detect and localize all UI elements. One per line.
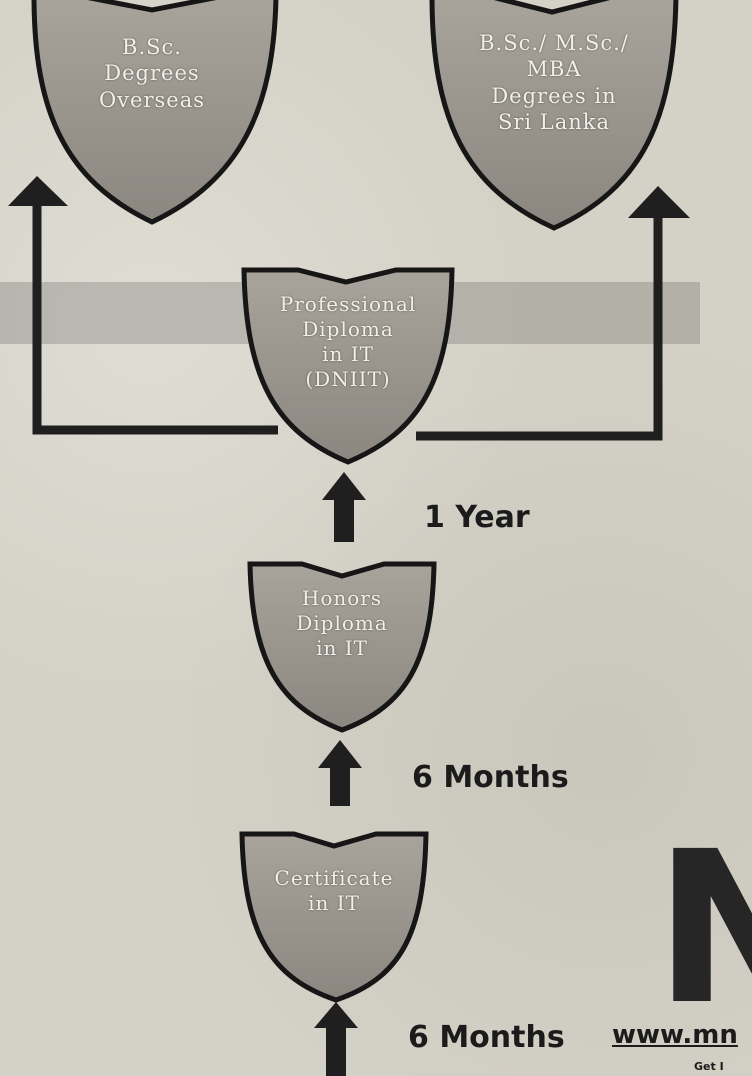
label-line: Professional [279,292,417,316]
duration-1-year: 1 Year [424,500,530,535]
right-up-arrow-head [628,186,690,218]
label-line: Overseas [98,87,206,112]
label-line: Degrees [104,61,200,86]
label-line: (DNIIT) [305,367,391,391]
website-url[interactable]: www.mn [612,1020,738,1050]
label-line: Sri Lanka [497,109,611,134]
label-line: Degrees in [491,83,617,108]
label-line: in IT [322,342,374,366]
label-line: in IT [308,891,360,915]
shield-honors [247,561,437,733]
logo-letter: N [654,846,752,1012]
label-line: Honors [301,586,383,610]
up-arrow-1-year [322,472,366,542]
label-line: MBA [526,57,582,82]
label-line: Diploma [296,611,388,635]
label-line: in IT [316,636,368,660]
shield-bsc-overseas [31,0,279,225]
label-line: Diploma [302,317,394,341]
shield-dniit [241,267,455,465]
label-line: B.Sc. [122,35,182,59]
left-connector [32,200,278,435]
shield-label-dniit: Professional Diploma in IT (DNIIT) [252,292,444,392]
up-arrow-6-months-upper [318,740,362,806]
up-arrow-6-months-lower [314,1002,358,1076]
shield-certificate [239,831,429,1003]
shield-label-certificate: Certificate in IT [248,866,420,916]
shield-local-degrees [429,0,679,231]
label-line: Certificate [274,866,394,890]
right-connector [416,212,663,441]
duration-6-months-upper: 6 Months [412,760,569,795]
shield-label-local-degrees: B.Sc./ M.Sc./ MBA Degrees in Sri Lanka [448,30,660,135]
shield-label-bsc-overseas: B.Sc. Degrees Overseas [60,34,244,113]
tagline-text: Get I [694,1060,724,1073]
left-up-arrow-head [8,176,68,206]
duration-6-months-lower: 6 Months [408,1020,565,1055]
label-line: B.Sc./ M.Sc./ [479,31,629,55]
connector-lines [32,200,663,441]
shield-label-honors: Honors Diploma in IT [262,586,422,661]
